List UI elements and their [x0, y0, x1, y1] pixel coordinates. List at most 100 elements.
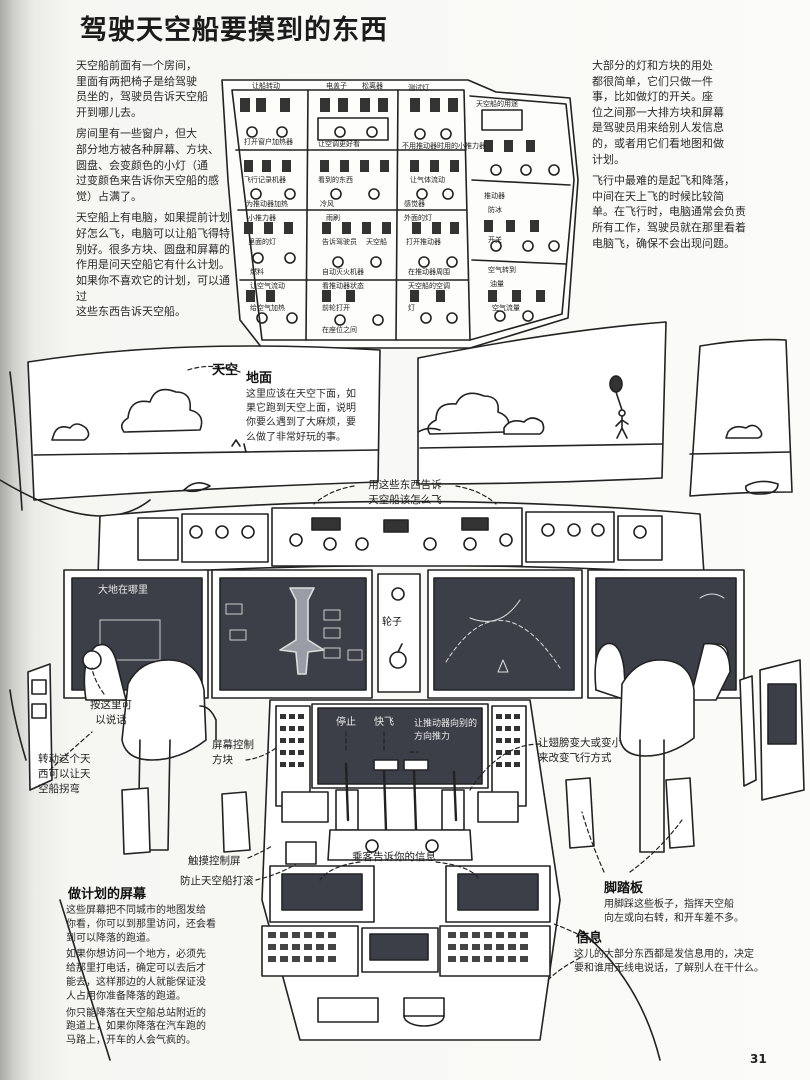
leader-lines	[49, 365, 683, 981]
center-pedestal	[261, 699, 561, 1041]
ground-line: 这里应该在天空下面，如	[246, 389, 356, 400]
panel-label: 前轮打开	[322, 304, 350, 312]
right-line: 事，比如做灯的开关。座	[592, 90, 713, 104]
ground-line: 你要么遇到了大麻烦，要	[246, 417, 356, 429]
reverse-thrust-line: 让推动器向别的	[414, 719, 478, 729]
panel-label: 冷风	[320, 200, 334, 208]
info-heading: 信息	[576, 931, 603, 946]
screen-control-line: 屏幕控制	[212, 739, 254, 751]
panel-label: 外面的灯	[404, 214, 432, 222]
intro-line: 开到哪儿去。	[76, 105, 142, 119]
panel-label: 油量	[490, 280, 504, 288]
panel-label: 感觉器	[404, 200, 425, 208]
panel-label: 自动灭火机器	[322, 268, 364, 276]
ground-line: 果它跑到天空上面，说明	[246, 403, 356, 415]
plan-line: 人占用你准备降落的跑道。	[66, 990, 186, 1002]
panel-label: 雨刷	[326, 214, 340, 222]
right-line: 都很简单，它们只做一件	[592, 74, 713, 88]
wing-line: 来改变飞行方式	[538, 751, 612, 764]
intro-line: 里面有两把椅子是给驾驶	[76, 74, 197, 88]
intro-line: 房间里有一些窗户，但大	[76, 127, 197, 141]
plan-line: 给那里打电话，确定可以去后才	[66, 963, 206, 975]
panel-label: 让空调更好看	[318, 140, 360, 148]
overhead-panel	[221, 79, 579, 373]
screen-control-line: 方块	[212, 753, 233, 766]
tell-ship-line: 天空船该怎么飞	[368, 493, 442, 506]
panel-label: 飞行记录机器	[244, 176, 286, 184]
info-line: 要和谁用无线电说话，了解别人在干什么。	[574, 963, 764, 975]
right-line: 所有工作，驾驶员就在那里看着	[592, 221, 746, 235]
pedal-heading: 脚踏板	[604, 881, 644, 896]
panel-label: 看到的东西	[318, 176, 353, 184]
reverse-thrust-line: 方向推力	[414, 731, 451, 742]
panel-label: 在座位之间	[322, 326, 357, 334]
pedal-line: 向左或向右转，和开车差不多。	[604, 913, 744, 925]
info-text: 这儿的大部分东西都是发信息用的，决定 要和谁用无线电说话，了解别人在干什么。	[574, 948, 774, 976]
intro-line: 天空船前面有一个房间，	[76, 59, 197, 72]
right-line: 的，或者用它们看地图和做	[592, 137, 724, 151]
right-line: 位之间那一大排方块和屏幕	[592, 105, 724, 119]
screen-control-label: 屏幕控制 方块	[212, 738, 254, 768]
turn-line: 转动这个天	[38, 753, 91, 765]
panel-label: 让空气流动	[250, 282, 285, 290]
intro-line: 天空船上有电脑，如果提前计划	[76, 211, 230, 225]
plan-line: 你看，你可以到那里访问，还会看	[66, 918, 216, 930]
intro-line: 这些东西告诉天空船。	[76, 305, 186, 319]
panel-label: 让船转动	[252, 82, 280, 90]
right-line: 飞行中最难的是起飞和降落，	[592, 174, 735, 188]
reverse-thrust-label: 让推动器向别的 方向推力	[414, 718, 477, 744]
intro-line: 觉）占满了。	[76, 189, 142, 203]
plan-line: 到可以降落的跑道。	[66, 932, 156, 944]
panel-label: 电盖子	[326, 82, 347, 90]
right-text: 大部分的灯和方块的用处 都很简单，它们只做一件 事，比如做灯的开关。座 位之间那…	[592, 58, 772, 251]
turn-line: 空船拐弯	[38, 782, 80, 795]
tell-ship-label: 用这些东西告诉 天空船该怎么飞	[350, 478, 460, 508]
panel-label: 在推动器周围	[408, 268, 450, 276]
panel-label: 灯	[408, 304, 415, 312]
right-line: 大部分的灯和方块的用处	[592, 59, 713, 72]
cockpit-windows	[0, 321, 793, 517]
tell-ship-line: 用这些东西告诉	[368, 479, 442, 491]
wheels-label: 轮子	[382, 617, 402, 628]
turn-label: 转动这个天 西可以让天 空船拐弯	[38, 752, 91, 797]
panel-label: 里面的灯	[248, 238, 276, 246]
pedal-text: 用脚踩这些板子，指挥天空船 向左或向右转，和开车差不多。	[604, 898, 784, 926]
panel-label: 开关	[488, 236, 502, 244]
plan-line: 跑道上，如果你降落在汽车跑的	[66, 1021, 206, 1033]
panel-label: 告诉驾驶员	[322, 238, 357, 246]
panel-label: 看推动器状态	[322, 282, 364, 290]
plan-line: 马路上，开车的人会气疯的。	[66, 1035, 196, 1047]
right-line: 中间在天上飞的时候比较简	[592, 189, 724, 203]
plan-heading: 做计划的屏幕	[68, 887, 147, 902]
panel-label: 测试灯	[408, 84, 429, 92]
panel-label: 小推力器	[248, 214, 276, 222]
plan-line: 能去，这样那边的人就能保证没	[66, 976, 206, 988]
wing-line: 让翅膀变大或变小	[538, 737, 622, 749]
panel-label: 空气转到	[488, 266, 516, 274]
plan-line: 你只能降落在天空船总站附近的	[66, 1007, 206, 1019]
panel-label: 天空船	[366, 238, 387, 246]
talk-button-label: 按这里可 以说话	[90, 698, 132, 728]
wing-label: 让翅膀变大或变小 来改变飞行方式	[538, 736, 622, 766]
intro-line: 好怎么飞，电脑可以让船飞得特	[76, 227, 230, 241]
attitude-screen-label: 大地在哪里	[98, 585, 148, 596]
right-line: 是驾驶员用来给别人发信息	[592, 121, 724, 135]
panel-label: 打开窗户加热器	[244, 138, 293, 146]
touch-control-label: 触摸控制屏	[188, 855, 241, 867]
plan-line: 这些屏幕把不同城市的地图发给	[66, 905, 206, 916]
intro-line: 别好。很多方块、圆盘和屏幕的	[76, 242, 230, 256]
intro-line: 圆盘、会变颜色的小灯（通	[76, 158, 208, 172]
throttle-stop-label: 停止	[336, 717, 356, 728]
talk-line: 按这里可	[90, 699, 132, 711]
panel-label: 推动器	[484, 192, 505, 200]
panel-label: 空气流量	[492, 304, 520, 312]
intro-line: 员坐的，驾驶员告诉天空船	[76, 90, 208, 104]
info-line: 这儿的大部分东西都是发信息用的，决定	[574, 949, 754, 960]
ground-heading: 地面	[246, 371, 273, 386]
plan-text: 这些屏幕把不同城市的地图发给 你看，你可以到那里访问，还会看 到可以降落的跑道。…	[66, 904, 256, 1048]
page-title: 驾驶天空船要摸到的东西	[80, 15, 388, 46]
talk-line: 以说话	[95, 713, 127, 726]
panel-label: 松离器	[362, 82, 383, 90]
panel-label: 天空船的空调	[408, 282, 450, 290]
